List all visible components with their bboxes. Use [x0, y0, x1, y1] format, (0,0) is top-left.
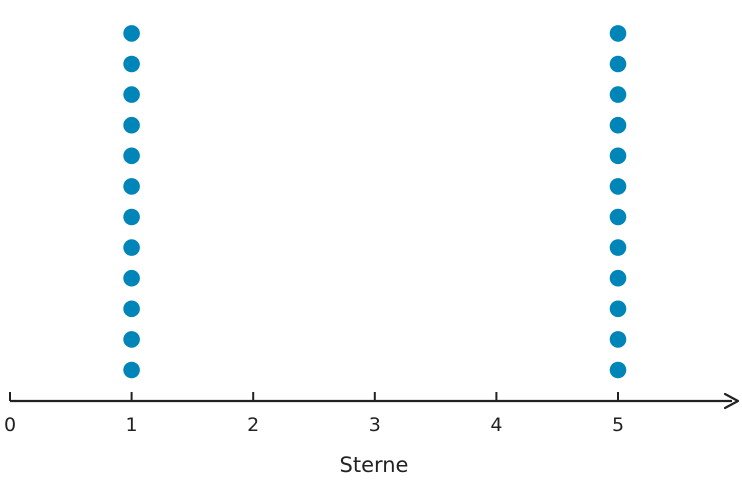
data-dot-x1-5 — [123, 239, 140, 256]
x-axis-arrowhead — [723, 392, 740, 410]
x-tick-label-5: 5 — [612, 414, 624, 436]
data-dot-x5-3 — [609, 300, 627, 318]
data-dot-x1-3 — [123, 300, 140, 318]
x-axis-ticks: 0 1 2 3 4 5 — [4, 392, 624, 436]
x-tick-label-3: 3 — [369, 414, 381, 436]
data-dot-x1-10 — [123, 86, 140, 103]
data-dot-x5-7 — [609, 178, 627, 195]
data-dot-x1-12 — [123, 25, 140, 42]
x-tick-label-0: 0 — [4, 414, 16, 436]
x-tick-label-4: 4 — [490, 414, 502, 436]
data-dot-x1-8 — [123, 147, 140, 165]
data-dot-x5-11 — [609, 55, 627, 73]
data-dot-x1-9 — [123, 116, 140, 134]
data-dot-x5-1 — [609, 361, 627, 379]
data-dot-x5-4 — [609, 269, 627, 287]
data-dot-x5-12 — [609, 25, 627, 42]
data-dot-x1-7 — [123, 178, 140, 195]
data-dot-x1-11 — [123, 55, 140, 73]
data-dot-x5-8 — [609, 147, 627, 165]
data-dot-x1-4 — [123, 269, 140, 287]
data-dot-x5-9 — [609, 116, 627, 134]
data-dot-x5-2 — [609, 331, 627, 348]
data-dot-x5-6 — [609, 208, 627, 226]
data-dot-x5-10 — [609, 86, 627, 103]
x-tick-label-2: 2 — [247, 414, 259, 436]
data-dot-x5-5 — [609, 239, 627, 256]
data-dot-x1-2 — [123, 331, 140, 348]
x-axis — [10, 392, 740, 410]
x-axis-title: Sterne — [340, 453, 409, 477]
data-dot-x1-1 — [123, 361, 140, 379]
x-tick-label-1: 1 — [126, 414, 138, 436]
data-dot-x1-6 — [123, 208, 140, 226]
data-points — [123, 25, 627, 379]
